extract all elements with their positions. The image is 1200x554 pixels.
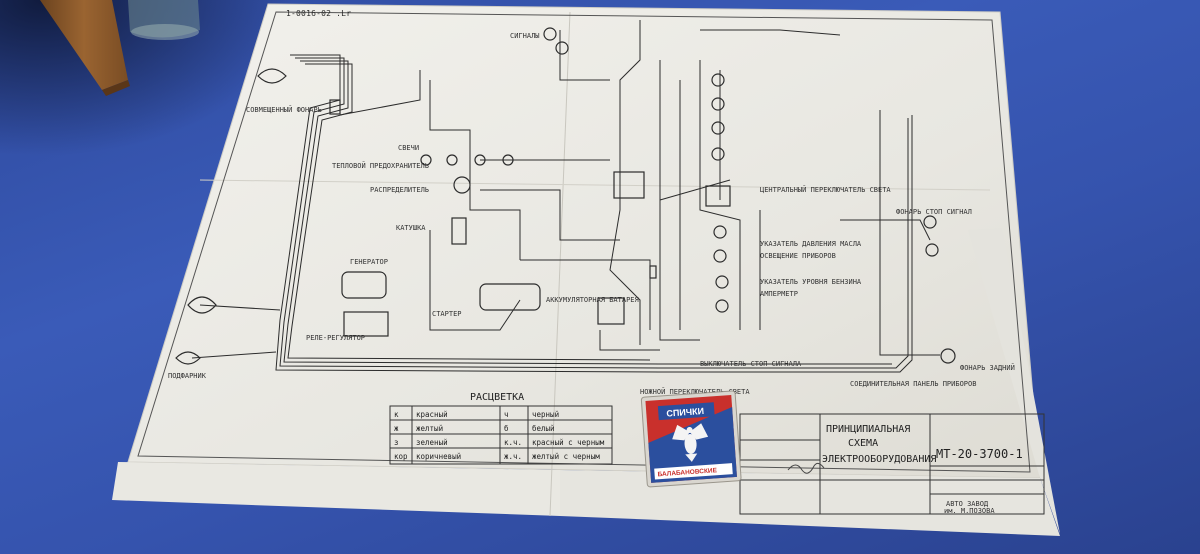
label-generator: ГЕНЕРАТОР — [350, 258, 388, 266]
matchbox-brand-top: СПИЧКИ — [666, 406, 704, 419]
label-fuse-box: ТЕПЛОВОЙ ПРЕДОХРАНИТЕЛЬ — [332, 161, 429, 170]
label-headlamp-bottom: ПОДФАРНИК — [168, 372, 207, 380]
table-mark2-2: к.ч. — [504, 438, 522, 447]
color-table-title: РАСЦВЕТКА — [470, 392, 524, 403]
label-rear-tail: ФОНАРЬ СТОП СИГНАЛ — [896, 208, 972, 216]
title-line-2: СХЕМА — [848, 438, 878, 449]
doc-number-top: 1-0016-02 .Lr — [286, 9, 351, 18]
title-block: ПРИНЦИПИАЛЬНАЯ СХЕМА ЭЛЕКТРООБОРУДОВАНИЯ… — [739, 413, 1045, 515]
label-starter: СТАРТЕР — [432, 310, 462, 318]
schematic-sheet: 1-0016-02 .Lr СОВМЕЩЕННЫЙ ФОНАРЬ СИГНАЛЫ… — [112, 3, 1060, 536]
table-color-2: зеленый — [416, 438, 448, 447]
table-color2-0: черный — [532, 410, 559, 419]
eagle-emblem — [672, 423, 709, 462]
wiring-harness — [191, 20, 940, 373]
label-center-switch: ЦЕНТРАЛЬНЫЙ ПЕРЕКЛЮЧАТЕЛЬ СВЕТА — [760, 185, 891, 194]
label-connector-panel: СОЕДИНИТЕЛЬНАЯ ПАНЕЛЬ ПРИБОРОВ — [850, 380, 976, 388]
diagram-labels: 1-0016-02 .Lr СОВМЕЩЕННЫЙ ФОНАРЬ СИГНАЛЫ… — [168, 9, 1015, 396]
label-foot-switch: НОЖНОЙ ПЕРЕКЛЮЧАТЕЛЬ СВЕТА — [640, 387, 750, 396]
table-color-1: желтый — [416, 424, 443, 433]
label-stop-switch: ВЫКЛЮЧАТЕЛЬ СТОП СИГНАЛА — [700, 360, 802, 368]
table-mark2-3: ж.ч. — [504, 452, 522, 461]
drawing-code: МТ-20-3700-1 — [936, 447, 1023, 461]
table-mark-3: кор — [394, 452, 408, 461]
component-symbols — [175, 27, 956, 365]
label-voltage-regulator: РЕЛЕ-РЕГУЛЯТОР — [306, 334, 365, 342]
label-rear-lamp: ФОНАРЬ ЗАДНИЙ — [960, 363, 1015, 372]
table-mark2-1: б — [504, 424, 509, 433]
label-ignition-coil: КАТУШКА — [396, 224, 426, 232]
table-mark-1: ж — [394, 424, 399, 433]
table-color-3: коричневый — [416, 452, 461, 461]
org-line-2: им. М.ПОЗОВА — [944, 507, 995, 515]
table-color2-3: желтый с черным — [532, 452, 600, 461]
label-ammeter: АМПЕРМЕТР — [760, 290, 798, 298]
label-fuel-gauge: УКАЗАТЕЛЬ УРОВНЯ БЕНЗИНА — [760, 278, 862, 286]
signature — [787, 462, 825, 474]
table-color2-2: красный с черным — [532, 438, 605, 447]
title-line-3: ЭЛЕКТРООБОРУДОВАНИЯ — [822, 454, 936, 465]
label-left-headlamp: СОВМЕЩЕННЫЙ ФОНАРЬ — [246, 105, 322, 114]
title-line-1: ПРИНЦИПИАЛЬНАЯ — [826, 424, 910, 435]
label-horn: СИГНАЛЫ — [510, 32, 540, 40]
table-color2-1: белый — [532, 424, 555, 433]
label-instrument-light: ОСВЕЩЕНИЕ ПРИБОРОВ — [760, 252, 836, 260]
color-legend-table: РАСЦВЕТКА к красный ч черный ж желтый б … — [389, 392, 613, 465]
table-color-0: красный — [416, 410, 448, 419]
label-distributor: РАСПРЕДЕЛИТЕЛЬ — [370, 186, 429, 194]
matchbox-brand-bottom: БАЛАБАНОВСКИЕ — [657, 467, 717, 478]
org-line-1: АВТО ЗАВОД — [946, 500, 989, 508]
label-spark-plugs: СВЕЧИ — [398, 144, 419, 152]
matchbox: СПИЧКИ БАЛАБАНОВСКИЕ — [640, 390, 742, 488]
wooden-block — [40, 0, 130, 96]
table-mark2-0: ч — [504, 410, 509, 419]
label-oil-pressure: УКАЗАТЕЛЬ ДАВЛЕНИЯ МАСЛА — [760, 240, 862, 248]
glass-jar — [128, 0, 200, 40]
table-mark-0: к — [394, 410, 399, 419]
label-battery: АККУМУЛЯТОРНАЯ БАТАРЕЯ — [546, 296, 639, 304]
table-mark-2: з — [394, 438, 399, 447]
